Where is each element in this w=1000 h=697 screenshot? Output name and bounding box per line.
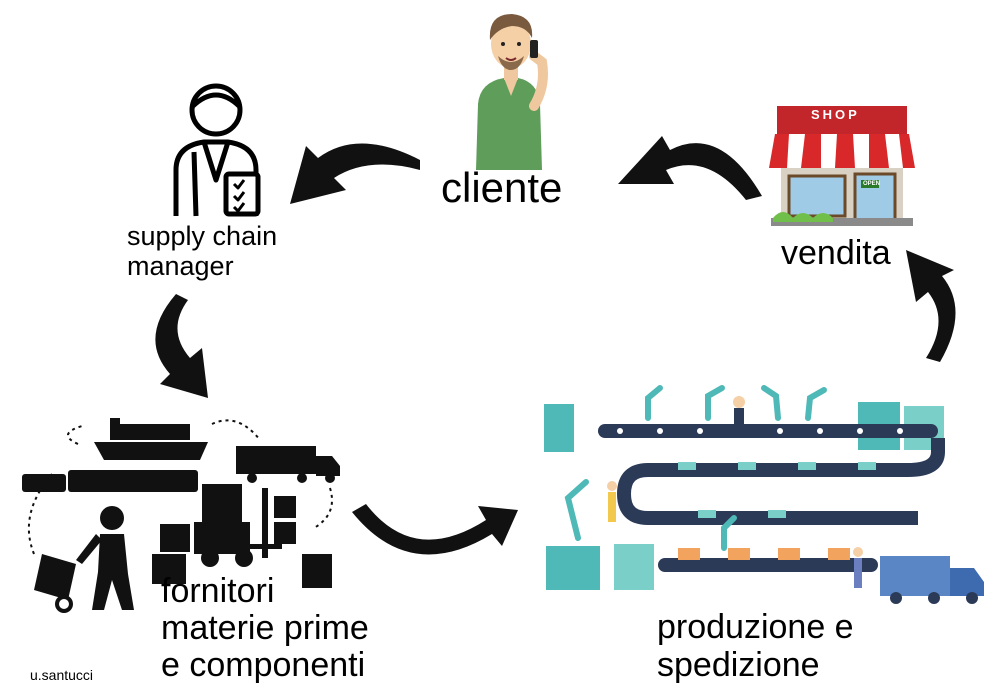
shop-sign: SHOP — [811, 107, 860, 122]
arrow-cliente-to-manager — [290, 143, 420, 204]
fornitori-label-line1: fornitori — [161, 572, 275, 610]
arrow-vendita-to-cliente — [618, 136, 762, 200]
supply-chain-manager-label-line1: supply chain — [127, 221, 278, 251]
cliente-label: cliente — [441, 164, 563, 211]
produzione-label-line1: produzione e — [657, 608, 854, 646]
author-credit: u.santucci — [30, 667, 94, 683]
arrow-manager-to-fornitori — [155, 294, 208, 398]
production-line-illustration — [528, 378, 992, 608]
produzione-label-line2: spedizione — [657, 646, 820, 684]
fornitori-label-line3: e componenti — [161, 646, 366, 684]
supply-chain-manager-label-line2: manager — [127, 251, 234, 281]
shop-illustration — [767, 98, 917, 230]
arrow-fornitori-to-produzione — [352, 504, 518, 555]
suppliers-logistics-illustration — [12, 404, 342, 618]
customer-illustration — [468, 4, 550, 170]
open-sign: OPEN — [863, 181, 881, 187]
supply-chain-manager-icon — [166, 80, 266, 220]
vendita-label: vendita — [781, 234, 891, 272]
fornitori-label-line2: materie prime — [161, 609, 369, 647]
arrow-produzione-to-vendita — [906, 250, 956, 362]
